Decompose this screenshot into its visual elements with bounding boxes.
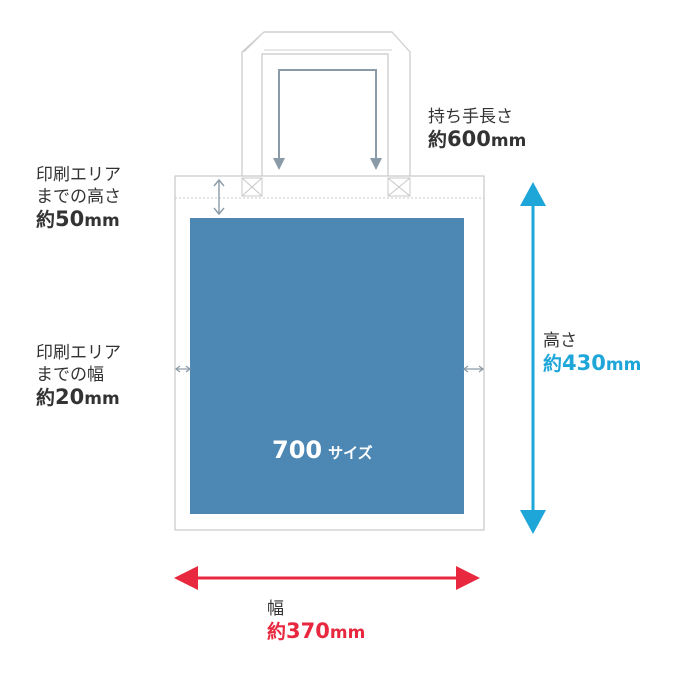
handle-arrow-head-left bbox=[273, 158, 285, 170]
height-label: 高さ 約430mm bbox=[543, 330, 641, 376]
handle-length-label: 持ち手長さ 約600mm bbox=[428, 106, 526, 152]
value-number: 370 bbox=[286, 619, 330, 643]
handle-length-title: 持ち手長さ bbox=[428, 107, 513, 127]
handle-length-arrow bbox=[278, 69, 377, 162]
height-title: 高さ bbox=[543, 331, 577, 351]
print-side-margin-arrow-right bbox=[463, 365, 484, 373]
value-number: 430 bbox=[562, 351, 606, 375]
print-top-margin-label: 印刷エリア までの高さ 約50mm bbox=[36, 164, 121, 232]
value-prefix: 約 bbox=[267, 621, 287, 643]
handle-stitch-left bbox=[241, 177, 263, 197]
value-number: 20 bbox=[55, 385, 85, 409]
print-top-margin-arrow bbox=[213, 178, 225, 216]
print-size-suffix: サイズ bbox=[328, 444, 373, 462]
print-side-margin-arrow-left bbox=[175, 365, 191, 373]
print-area bbox=[190, 218, 464, 514]
value-unit: mm bbox=[84, 211, 120, 231]
print-side-value: 約20mm bbox=[36, 386, 121, 410]
handle-right-seam bbox=[391, 31, 411, 53]
value-prefix: 約 bbox=[36, 387, 56, 409]
value-unit: mm bbox=[490, 131, 527, 151]
width-arrow bbox=[174, 566, 480, 590]
print-side-margin-label: 印刷エリア までの幅 約20mm bbox=[36, 342, 121, 410]
value-unit: mm bbox=[84, 389, 120, 409]
handle-stitch-right bbox=[387, 177, 411, 197]
value-prefix: 約 bbox=[36, 209, 56, 231]
print-size-label: 700 サイズ bbox=[272, 436, 373, 464]
handle-inner-outline bbox=[261, 53, 389, 176]
width-label: 幅 約370mm bbox=[267, 598, 365, 644]
print-top-title-2: までの高さ bbox=[36, 187, 121, 207]
print-size-number: 700 bbox=[272, 436, 323, 464]
print-side-title-1: 印刷エリア bbox=[36, 343, 121, 363]
width-value: 約370mm bbox=[267, 620, 365, 644]
width-title: 幅 bbox=[267, 599, 284, 619]
value-number: 50 bbox=[55, 207, 85, 231]
height-arrow bbox=[520, 182, 546, 534]
value-unit: mm bbox=[329, 623, 366, 643]
value-number: 600 bbox=[447, 127, 491, 151]
value-unit: mm bbox=[605, 355, 642, 375]
handle-arrow-head-right bbox=[370, 158, 382, 170]
handle-left-seam bbox=[243, 31, 265, 53]
print-side-title-2: までの幅 bbox=[36, 365, 104, 385]
handle-outline bbox=[241, 31, 411, 176]
print-top-value: 約50mm bbox=[36, 208, 121, 232]
value-prefix: 約 bbox=[543, 353, 563, 375]
handle-length-value: 約600mm bbox=[428, 128, 526, 152]
value-prefix: 約 bbox=[428, 129, 448, 151]
height-value: 約430mm bbox=[543, 352, 641, 376]
print-top-title-1: 印刷エリア bbox=[36, 165, 121, 185]
